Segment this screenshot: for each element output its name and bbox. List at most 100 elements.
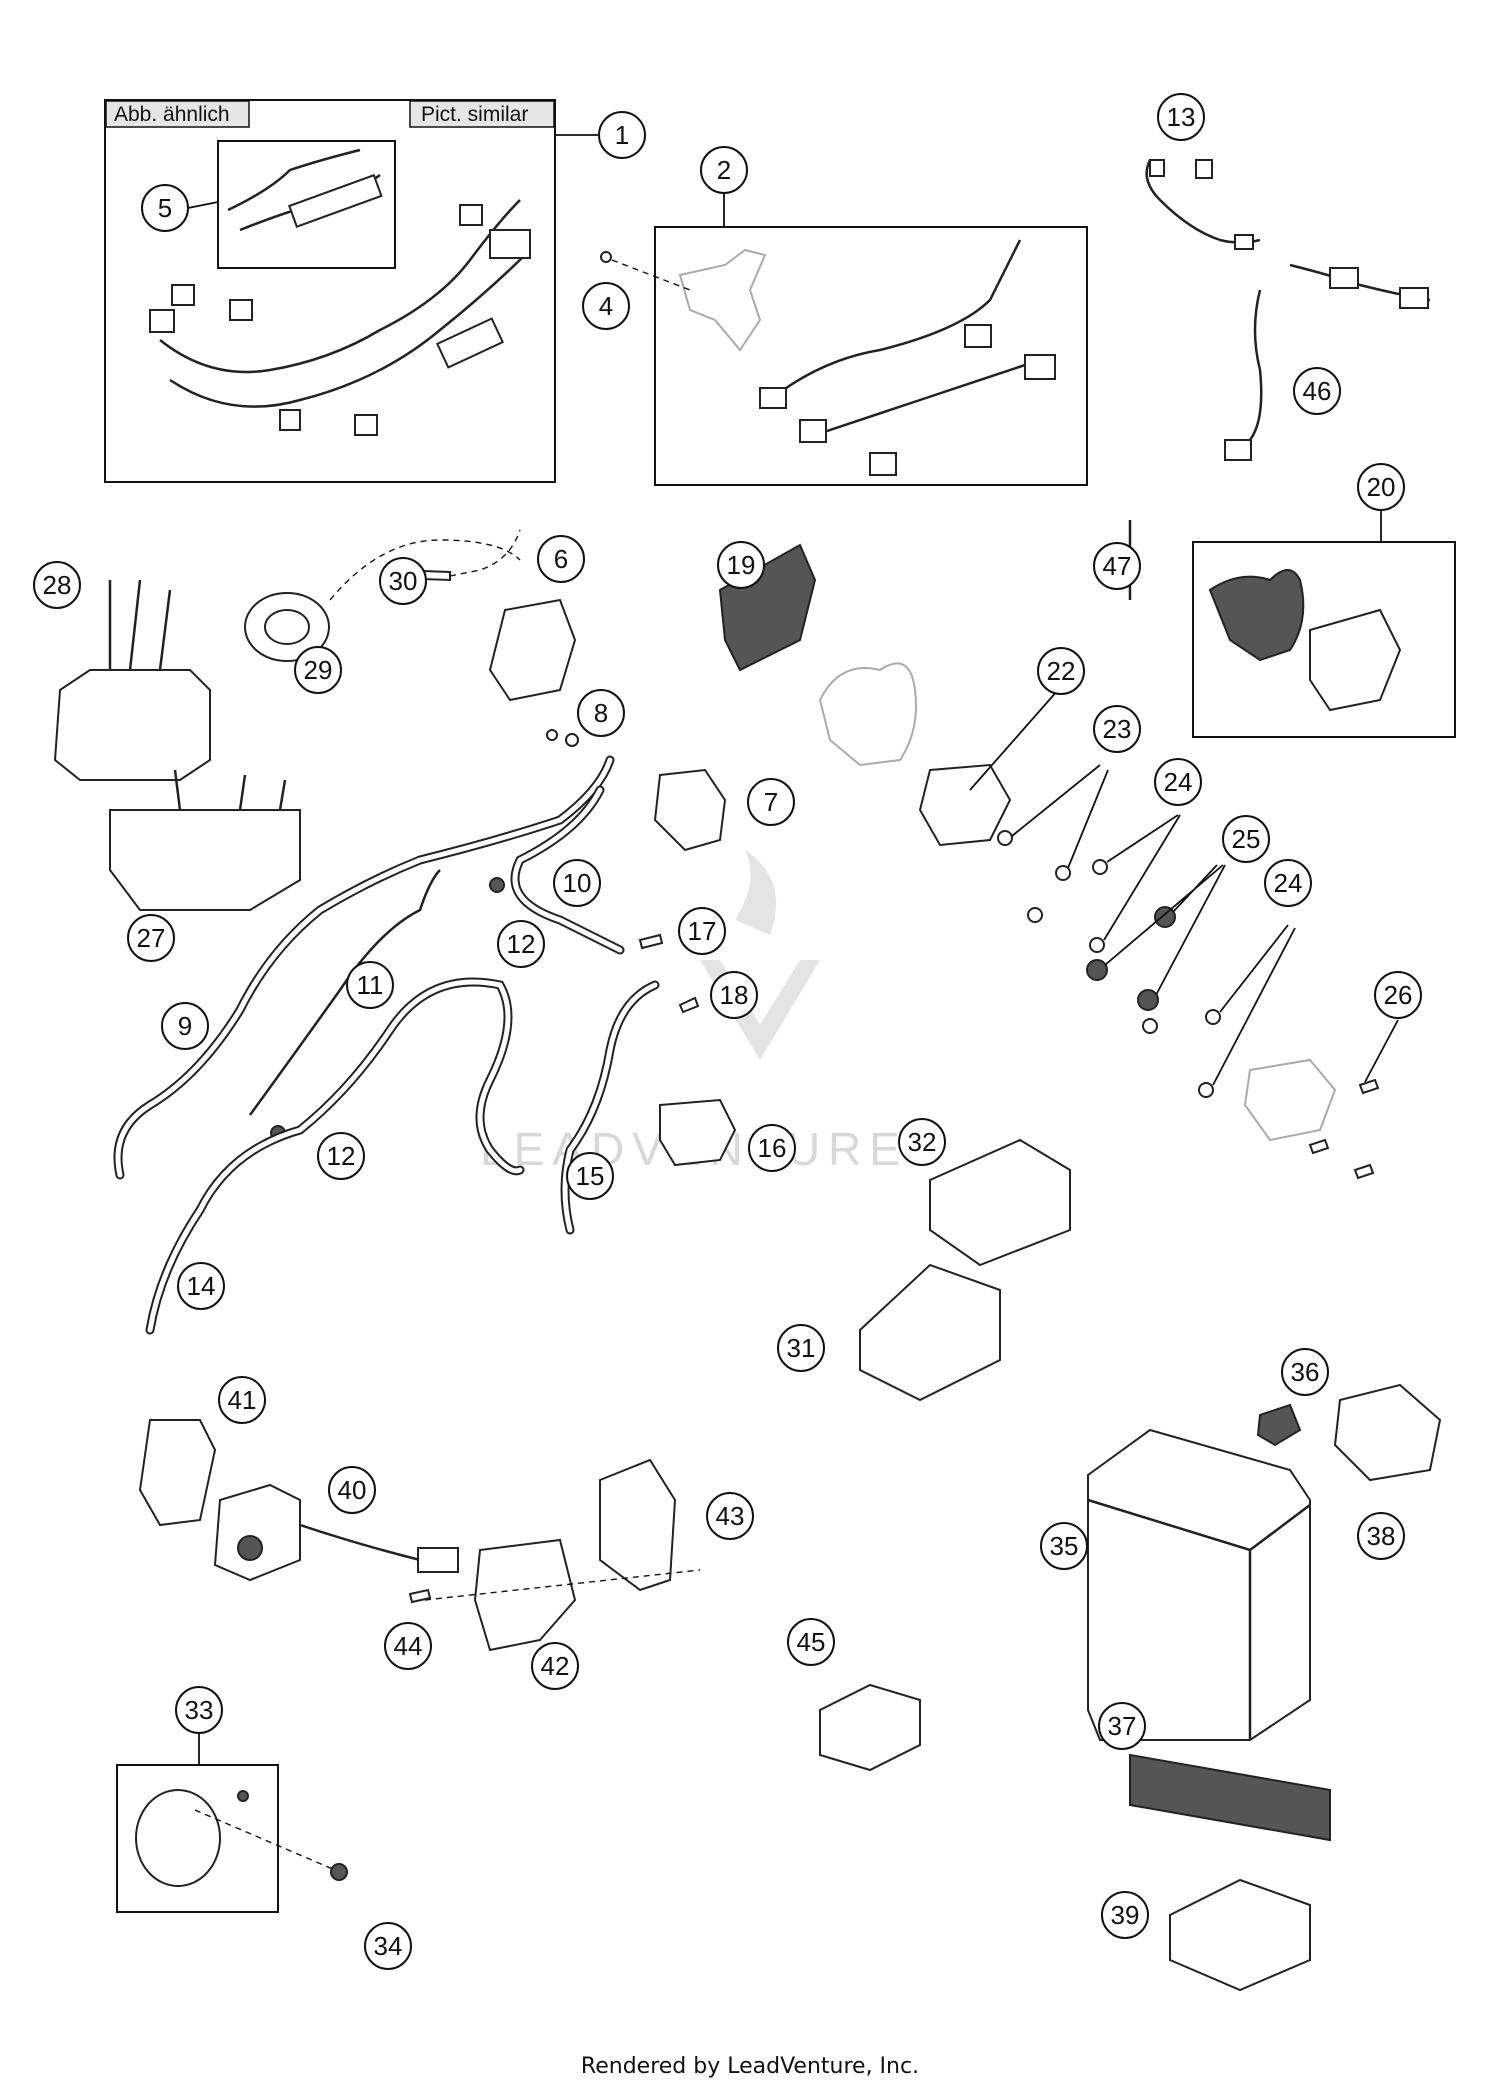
bracket-part-2 [678, 248, 767, 352]
leader-26 [1364, 1019, 1399, 1083]
callout-label: 10 [563, 868, 592, 898]
part-holder-ghost [818, 662, 917, 767]
callout-label: 44 [394, 1631, 423, 1661]
callout-circle [566, 1152, 614, 1200]
callout-label: 38 [1367, 1521, 1396, 1551]
part-28-terminals [108, 579, 172, 671]
callout-label: 23 [1103, 714, 1132, 744]
sensor-holder-20 [1208, 569, 1305, 662]
part-29-inner [264, 609, 310, 645]
harness-2-connector-a [759, 387, 787, 409]
callout-37: 37 [1098, 1702, 1146, 1750]
callout-label: 4 [599, 291, 613, 321]
callout-circle [777, 1324, 825, 1372]
callout-label: 37 [1108, 1711, 1137, 1741]
callout-circle [1098, 1702, 1146, 1750]
sensor-20-frame [1192, 541, 1456, 738]
part-27-housing [109, 809, 301, 911]
callout-16: 16 [748, 1124, 796, 1172]
bottom-parts [116, 1383, 1442, 1992]
part-24-washer-c [1089, 937, 1105, 953]
callout-circle [700, 146, 748, 194]
callout-31: 31 [777, 1324, 825, 1372]
callout-26: 26 [1374, 971, 1422, 1019]
leader-22 [969, 689, 1059, 791]
callout-circle [177, 1262, 225, 1310]
callout-circle [1281, 1348, 1329, 1396]
part-6-cap [488, 598, 577, 702]
callout-label: 6 [554, 544, 568, 574]
callout-44: 44 [384, 1622, 432, 1670]
callout-label: 24 [1274, 868, 1303, 898]
callout-circle [582, 282, 630, 330]
part-23-screw-b [1055, 865, 1071, 881]
callout-14: 14 [177, 1262, 225, 1310]
harness-part-1 [159, 199, 531, 408]
part-26-bolt-c [1353, 1163, 1375, 1180]
callout-9: 9 [161, 1002, 209, 1050]
callout-circle [1264, 859, 1312, 907]
harness-2-connector-b [799, 419, 827, 443]
callout-label: 22 [1047, 656, 1076, 686]
callout-circle [1357, 1512, 1405, 1560]
callout-label: 19 [727, 550, 756, 580]
callout-7: 7 [747, 778, 795, 826]
callout-label: 27 [137, 923, 166, 953]
cable-46-connector-b [1399, 287, 1429, 309]
part-28-cover [53, 669, 211, 781]
callout-label: 17 [688, 916, 717, 946]
cable-13-connector-b [1195, 159, 1213, 179]
callout-29: 29 [294, 646, 342, 694]
footer-credit: Rendered by LeadVenture, Inc. [580, 2054, 920, 2079]
callout-label: 1 [615, 120, 629, 150]
callout-label: 46 [1303, 376, 1332, 406]
callout-label: 26 [1384, 980, 1413, 1010]
callout-label: 40 [338, 1475, 367, 1505]
part-26-bolt-b [1308, 1138, 1330, 1155]
callout-circle [1157, 93, 1205, 141]
callout-30: 30 [379, 557, 427, 605]
callout-circle [598, 111, 646, 159]
callout-22: 22 [1037, 647, 1085, 695]
callout-label: 43 [716, 1501, 745, 1531]
callout-circle [577, 689, 625, 737]
mid-left-parts [53, 529, 737, 1335]
callout-circle [787, 1618, 835, 1666]
part-24-washer-f [1142, 1018, 1158, 1034]
harness-connector-b [171, 284, 195, 306]
callout-label: 35 [1050, 1531, 1079, 1561]
cable-13-connector-c [1234, 234, 1254, 250]
callout-label: 31 [787, 1333, 816, 1363]
callout-40: 40 [328, 1466, 376, 1514]
part-19-bracket [718, 543, 817, 672]
part-33-nut [237, 1790, 249, 1802]
callout-47: 47 [1093, 542, 1141, 590]
part-41-bracket [138, 1419, 217, 1527]
part-40-module [213, 1483, 301, 1582]
part-31-ecu [859, 1263, 1001, 1402]
harness-2-connector-d [964, 324, 992, 348]
callout-circle [1040, 1522, 1088, 1570]
part-16-cover [659, 1098, 737, 1167]
callout-label: 41 [228, 1385, 257, 1415]
callout-label: 20 [1367, 472, 1396, 502]
callout-circle [175, 1686, 223, 1734]
part-33-horn [135, 1789, 221, 1887]
leader-23 [1011, 764, 1109, 869]
leaders-24-25 [1103, 814, 1296, 1086]
part-24-washer-d [1205, 1009, 1221, 1025]
callout-circle [1357, 463, 1405, 511]
callout-32: 32 [898, 1118, 946, 1166]
cable-13-connector-a [1149, 159, 1165, 177]
callout-circle [33, 561, 81, 609]
callout-circle [294, 646, 342, 694]
callout-18: 18 [710, 971, 758, 1019]
dash-43 [424, 1569, 701, 1601]
part-38-regulator [1333, 1383, 1442, 1482]
tag-pict-similar: Pict. similar [409, 100, 555, 128]
callout-label: 39 [1111, 1900, 1140, 1930]
part-24-washer-b [1027, 907, 1043, 923]
part-24-washer-e [1198, 1082, 1214, 1098]
callout-circle [678, 907, 726, 955]
